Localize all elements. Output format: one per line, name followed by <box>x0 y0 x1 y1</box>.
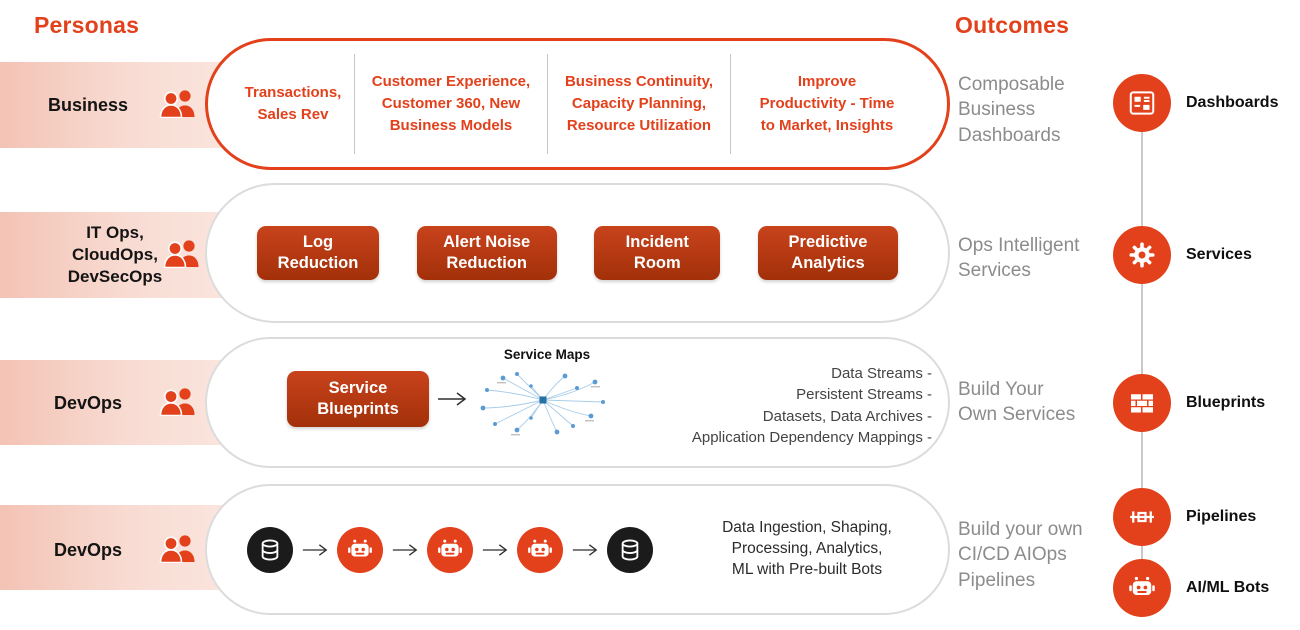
arrow-right-icon <box>392 543 418 556</box>
robot-icon <box>528 539 552 557</box>
pipeline-icon <box>1130 511 1154 523</box>
incident-room-button: Incident Room <box>594 226 721 280</box>
outcome-build-your-own-services: Build Your Own Services <box>958 379 1076 426</box>
build-your-own-services-pill: Service Blueprints Service Maps <box>205 337 950 468</box>
persona-label-itops: IT Ops, CloudOps, DevSecOps <box>67 223 163 287</box>
divider <box>730 54 731 154</box>
devops-persona-icon <box>159 388 195 416</box>
arrow-right-icon <box>438 392 467 406</box>
bricks-icon <box>1131 394 1153 413</box>
personas-heading: Personas <box>34 12 140 38</box>
alert-noise-reduction-button: Alert Noise Reduction <box>416 226 557 280</box>
divider <box>354 54 355 154</box>
outcome-cicd-pipelines: Build your own CI/CD AIOps Pipelines <box>958 519 1083 591</box>
legend-label-services: Services <box>1186 246 1252 263</box>
persona-label-devops-pipelines: DevOps <box>53 540 123 560</box>
list-item: Datasets, Data Archives - <box>762 407 932 425</box>
cicd-pipeline-pill: Data Ingestion, Shaping, Processing, Ana… <box>205 484 950 615</box>
bot-node <box>337 526 383 573</box>
dashboard-icon <box>1129 91 1155 115</box>
persona-label-business: Business <box>47 95 129 115</box>
business-capability-continuity: Business Continuity, Capacity Planning, … <box>564 73 714 134</box>
ops-services-pill: Log Reduction Alert Noise Reduction Inci… <box>205 183 950 323</box>
pipelines-legend-circle <box>1113 488 1171 546</box>
business-capability-productivity: Improve Productivity - Time to Market, I… <box>759 73 895 134</box>
service-artifact-list: Data Streams - Persistent Streams - Data… <box>600 363 932 448</box>
outcome-composable-dashboards: Composable Business Dashboards <box>958 74 1065 146</box>
database-icon <box>261 539 279 560</box>
legend-label-dashboards: Dashboards <box>1186 94 1279 111</box>
legend-label-pipelines: Pipelines <box>1186 508 1257 525</box>
business-capability-customer-experience: Customer Experience, Customer 360, New B… <box>371 73 531 134</box>
robot-icon <box>1129 576 1155 595</box>
list-item: Persistent Streams - <box>796 386 932 404</box>
service-map-graph-icon <box>480 372 605 436</box>
bot-node <box>427 526 473 573</box>
service-maps-block: Service Maps <box>471 347 623 447</box>
pipeline-caption: Data Ingestion, Shaping, Processing, Ana… <box>722 519 892 578</box>
devops-persona-icon <box>159 535 195 563</box>
robot-icon <box>438 539 462 557</box>
legend-label-aiml-bots: AI/ML Bots <box>1186 579 1270 596</box>
database-icon <box>621 539 639 560</box>
list-item: Application Dependency Mappings - <box>691 428 932 446</box>
service-maps-title: Service Maps <box>503 347 591 362</box>
arrow-right-icon <box>482 543 508 556</box>
outcome-ops-intelligent-services: Ops Intelligent Services <box>958 235 1080 282</box>
service-blueprints-button: Service Blueprints <box>287 371 429 427</box>
gear-icon <box>1129 242 1155 268</box>
business-capability-transactions: Transactions, Sales Rev <box>244 84 342 123</box>
predictive-analytics-button: Predictive Analytics <box>757 226 898 280</box>
business-persona-icon <box>159 90 195 118</box>
business-capabilities-pill: Transactions, Sales Rev Customer Experie… <box>205 38 950 170</box>
divider <box>547 54 548 154</box>
arrow-right-icon <box>302 543 328 556</box>
persona-label-devops-blueprints: DevOps <box>53 393 123 413</box>
aiml-bots-legend-circle <box>1113 559 1171 617</box>
blueprints-legend-circle <box>1113 374 1171 432</box>
services-legend-circle <box>1113 226 1171 284</box>
arrow-right-icon <box>572 543 598 556</box>
bot-node <box>517 526 563 573</box>
log-reduction-button: Log Reduction <box>257 226 379 280</box>
dashboards-legend-circle <box>1113 74 1171 132</box>
itops-persona-icon <box>163 240 199 268</box>
database-node <box>247 526 293 573</box>
robot-icon <box>348 539 372 557</box>
list-item: Data Streams - <box>831 365 932 382</box>
legend-connector-line <box>1141 103 1143 588</box>
legend-label-blueprints: Blueprints <box>1186 394 1266 411</box>
database-node <box>607 526 653 573</box>
outcomes-heading: Outcomes <box>955 12 1070 38</box>
